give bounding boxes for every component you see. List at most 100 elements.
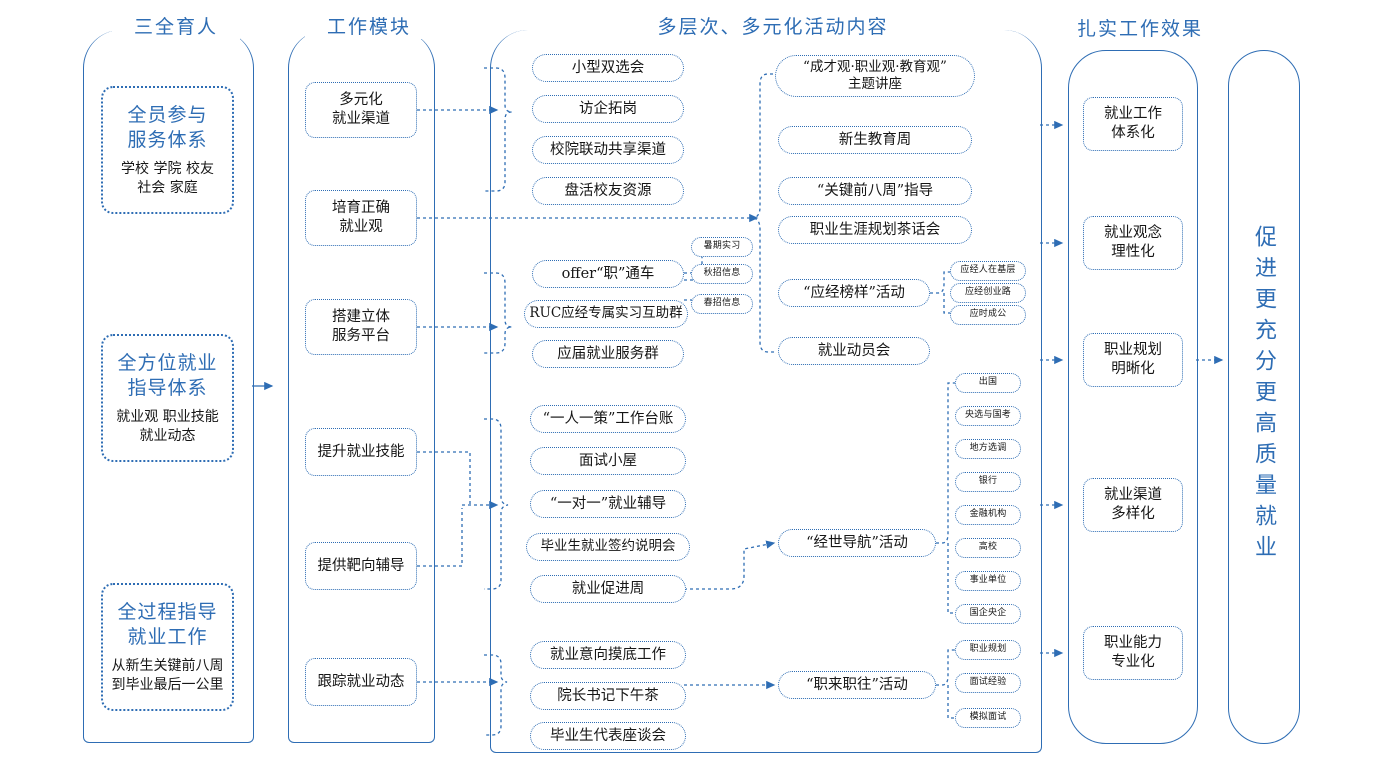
navigation-tag-2[interactable]: 央选与国考: [955, 406, 1021, 426]
platform-tag-1[interactable]: 暑期实习: [691, 237, 753, 257]
pillar-1-heading: 全员参与服务体系: [127, 103, 208, 151]
column-frame-pillars: [83, 30, 254, 743]
module-box-2[interactable]: 培育正确就业观: [305, 190, 417, 246]
column-frame-modules: [288, 30, 435, 743]
effect-box-2[interactable]: 就业观念理性化: [1083, 216, 1183, 270]
navigation-tag-2-label: 央选与国考: [964, 410, 1011, 421]
platform-tag-3-label: 春招信息: [703, 298, 741, 309]
pillar-2-heading: 全方位就业指导体系: [117, 351, 218, 399]
module-box-6[interactable]: 跟踪就业动态: [305, 658, 417, 706]
module-box-3[interactable]: 搭建立体服务平台: [305, 299, 417, 355]
column-title-modules: 工作模块: [305, 12, 433, 39]
navigation-tag-4-label: 银行: [978, 476, 998, 487]
activity-value-5[interactable]: “应经榜样”活动: [778, 279, 930, 307]
activity-platform-2-label: RUC应经专属实习互助群: [529, 305, 683, 322]
career-tag-3[interactable]: 模拟面试: [955, 708, 1021, 728]
column-frame-activities: [490, 30, 1042, 753]
activity-platform-3[interactable]: 应届就业服务群: [532, 340, 684, 368]
role-model-tag-1[interactable]: 应经人在基层: [950, 261, 1026, 281]
effect-3-label: 职业规划明晰化: [1104, 342, 1162, 377]
activity-tracking-3[interactable]: 毕业生代表座谈会: [530, 722, 686, 750]
activity-skill-4[interactable]: 毕业生就业签约说明会: [526, 533, 690, 561]
column-frame-effects: [1068, 50, 1198, 744]
activity-channel-4[interactable]: 盘活校友资源: [532, 177, 684, 205]
activity-value-1[interactable]: “成才观·职业观·教育观”主题讲座: [775, 55, 975, 97]
platform-tag-2-label: 秋招信息: [703, 268, 741, 279]
navigation-tag-4[interactable]: 银行: [955, 472, 1021, 492]
module-5-label: 提供靶向辅导: [317, 557, 405, 574]
activity-guidance-1-label: “经世导航”活动: [806, 534, 908, 551]
navigation-tag-3[interactable]: 地方选调: [955, 439, 1021, 459]
activity-guidance-2[interactable]: “职来职往”活动: [778, 671, 936, 699]
pillar-card-1[interactable]: 全员参与服务体系 学校 学院 校友社会 家庭: [101, 86, 234, 214]
career-tag-2[interactable]: 面试经验: [955, 673, 1021, 693]
activity-skill-3-label: “一对一”就业辅导: [549, 495, 667, 512]
navigation-tag-1[interactable]: 出国: [955, 373, 1021, 393]
effect-box-1[interactable]: 就业工作体系化: [1083, 97, 1183, 151]
pillar-3-heading: 全过程指导就业工作: [117, 600, 218, 648]
effect-5-label: 职业能力专业化: [1104, 635, 1162, 670]
activity-guidance-1[interactable]: “经世导航”活动: [778, 529, 936, 557]
activity-channel-2[interactable]: 访企拓岗: [532, 95, 684, 123]
activity-skill-2-label: 面试小屋: [579, 452, 637, 469]
module-1-label: 多元化就业渠道: [332, 92, 390, 127]
pillar-card-2[interactable]: 全方位就业指导体系 就业观 职业技能就业动态: [101, 334, 234, 462]
platform-tag-3[interactable]: 春招信息: [691, 294, 753, 314]
navigation-tag-6[interactable]: 高校: [955, 538, 1021, 558]
activity-value-4[interactable]: 职业生涯规划茶话会: [778, 216, 972, 244]
activity-value-1-label: “成才观·职业观·教育观”主题讲座: [803, 58, 947, 92]
effect-2-label: 就业观念理性化: [1104, 225, 1162, 260]
activity-tracking-1[interactable]: 就业意向摸底工作: [530, 641, 686, 669]
module-box-4[interactable]: 提升就业技能: [305, 428, 417, 476]
activity-channel-3[interactable]: 校院联动共享渠道: [532, 136, 684, 164]
column-title-effects: 扎实工作效果: [1066, 14, 1214, 41]
pillar-card-3[interactable]: 全过程指导就业工作 从新生关键前八周到毕业最后一公里: [101, 583, 234, 711]
activity-value-5-label: “应经榜样”活动: [803, 284, 905, 301]
navigation-tag-5[interactable]: 金融机构: [955, 505, 1021, 525]
activity-platform-2[interactable]: RUC应经专属实习互助群: [524, 300, 688, 328]
activity-skill-3[interactable]: “一对一”就业辅导: [530, 490, 686, 518]
activity-platform-1[interactable]: offer“职”通车: [532, 260, 684, 288]
activity-platform-3-label: 应届就业服务群: [557, 345, 659, 362]
activity-value-6[interactable]: 就业动员会: [778, 337, 930, 365]
effect-box-3[interactable]: 职业规划明晰化: [1083, 333, 1183, 387]
effect-box-5[interactable]: 职业能力专业化: [1083, 626, 1183, 680]
activity-value-2[interactable]: 新生教育周: [778, 126, 972, 154]
activity-value-3-label: “关键前八周”指导: [816, 182, 934, 199]
activity-tracking-2[interactable]: 院长书记下午茶: [530, 682, 686, 710]
activity-value-4-label: 职业生涯规划茶话会: [809, 221, 941, 238]
navigation-tag-6-label: 高校: [978, 542, 998, 553]
pillar-1-subtext: 学校 学院 校友社会 家庭: [121, 160, 214, 196]
career-tag-3-label: 模拟面试: [969, 712, 1007, 723]
activity-skill-5-label: 就业促进周: [571, 580, 645, 597]
module-6-label: 跟踪就业动态: [317, 673, 405, 690]
activity-skill-2[interactable]: 面试小屋: [530, 447, 686, 475]
navigation-tag-8[interactable]: 国企央企: [955, 604, 1021, 624]
activity-value-3[interactable]: “关键前八周”指导: [778, 177, 972, 205]
activity-skill-1[interactable]: “一人一策”工作台账: [530, 405, 686, 433]
activity-skill-5[interactable]: 就业促进周: [530, 575, 686, 603]
module-4-label: 提升就业技能: [317, 443, 405, 460]
column-title-activities: 多层次、多元化活动内容: [627, 12, 919, 39]
effect-1-label: 就业工作体系化: [1104, 106, 1162, 141]
platform-tag-2[interactable]: 秋招信息: [691, 264, 753, 284]
activity-channel-3-label: 校院联动共享渠道: [550, 141, 666, 158]
module-box-1[interactable]: 多元化就业渠道: [305, 82, 417, 138]
role-model-tag-2[interactable]: 应经创业路: [950, 283, 1026, 303]
activity-channel-2-label: 访企拓岗: [579, 100, 637, 117]
navigation-tag-7[interactable]: 事业单位: [955, 571, 1021, 591]
role-model-tag-3-label: 应时成公: [969, 309, 1007, 320]
activity-tracking-1-label: 就业意向摸底工作: [550, 646, 666, 663]
role-model-tag-1-label: 应经人在基层: [960, 265, 1016, 276]
module-box-5[interactable]: 提供靶向辅导: [305, 542, 417, 590]
navigation-tag-7-label: 事业单位: [969, 575, 1007, 586]
pillar-2-subtext: 就业观 职业技能就业动态: [116, 408, 219, 444]
activity-skill-4-label: 毕业生就业签约说明会: [540, 538, 676, 555]
career-tag-1[interactable]: 职业规划: [955, 640, 1021, 660]
activity-channel-1[interactable]: 小型双选会: [532, 54, 684, 82]
effect-box-4[interactable]: 就业渠道多样化: [1083, 478, 1183, 532]
role-model-tag-3[interactable]: 应时成公: [950, 305, 1026, 325]
module-3-label: 搭建立体服务平台: [332, 309, 390, 344]
activity-channel-1-label: 小型双选会: [571, 59, 645, 76]
activity-tracking-2-label: 院长书记下午茶: [557, 687, 659, 704]
